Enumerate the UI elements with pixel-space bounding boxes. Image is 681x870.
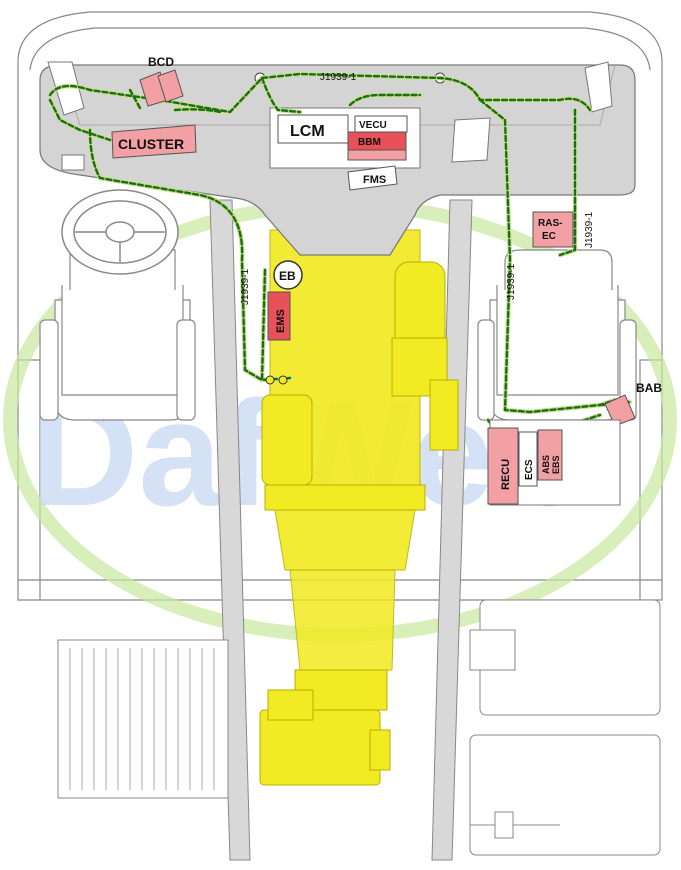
module-recu-label: RECU — [500, 459, 512, 490]
module-eb[interactable]: EB — [273, 260, 303, 290]
module-fms[interactable]: FMS — [347, 165, 398, 191]
module-bbm[interactable]: BBM — [347, 131, 407, 161]
connector-icon — [265, 375, 275, 385]
module-bcd-label: BCD — [148, 55, 174, 69]
module-cluster-label: CLUSTER — [118, 136, 184, 152]
battery-box — [57, 639, 229, 799]
module-ebs-label: EBS — [551, 455, 561, 474]
module-vecu-label: VECU — [359, 120, 387, 131]
engine-gearbox — [259, 229, 459, 786]
module-abs-ebs[interactable]: ABS EBS — [537, 429, 563, 481]
steering-wheel — [61, 189, 179, 275]
module-bab-label: BAB — [636, 381, 662, 395]
module-ecs-label: ECS — [524, 459, 535, 480]
module-cluster[interactable]: CLUSTER — [111, 124, 197, 159]
connectors — [265, 375, 288, 385]
connector-icon — [278, 375, 288, 385]
module-bab[interactable]: BAB — [604, 381, 662, 427]
module-bbm-label: BBM — [358, 137, 381, 148]
module-ras-ec[interactable]: RAS- EC — [532, 211, 574, 248]
passenger-seat — [477, 249, 637, 421]
right-tanks — [469, 599, 661, 856]
module-ras-ec-label-line2: EC — [542, 231, 556, 242]
bus-label-center-vertical: J1939-1 — [506, 263, 517, 300]
module-lcm[interactable]: LCM — [277, 114, 349, 144]
module-ems-label: EMS — [275, 309, 287, 333]
module-lcm-label: LCM — [290, 123, 325, 140]
module-ecs[interactable]: ECS — [518, 431, 538, 487]
bus-label-top: J1939-1 — [320, 72, 357, 83]
dashboard — [39, 61, 636, 256]
bus-label-left-vertical: J1939-1 — [240, 268, 251, 305]
module-abs-label: ABS — [541, 455, 551, 474]
bus-label-right-vertical: J1939-1 — [584, 211, 595, 248]
module-fms-label: FMS — [363, 174, 386, 186]
module-recu[interactable]: RECU — [487, 427, 519, 505]
module-ems[interactable]: EMS — [267, 291, 291, 341]
module-bcd[interactable]: BCD — [139, 55, 184, 107]
module-eb-label: EB — [279, 269, 296, 283]
module-vecu[interactable]: VECU — [354, 115, 408, 133]
module-ras-ec-label-line1: RAS- — [538, 218, 562, 229]
